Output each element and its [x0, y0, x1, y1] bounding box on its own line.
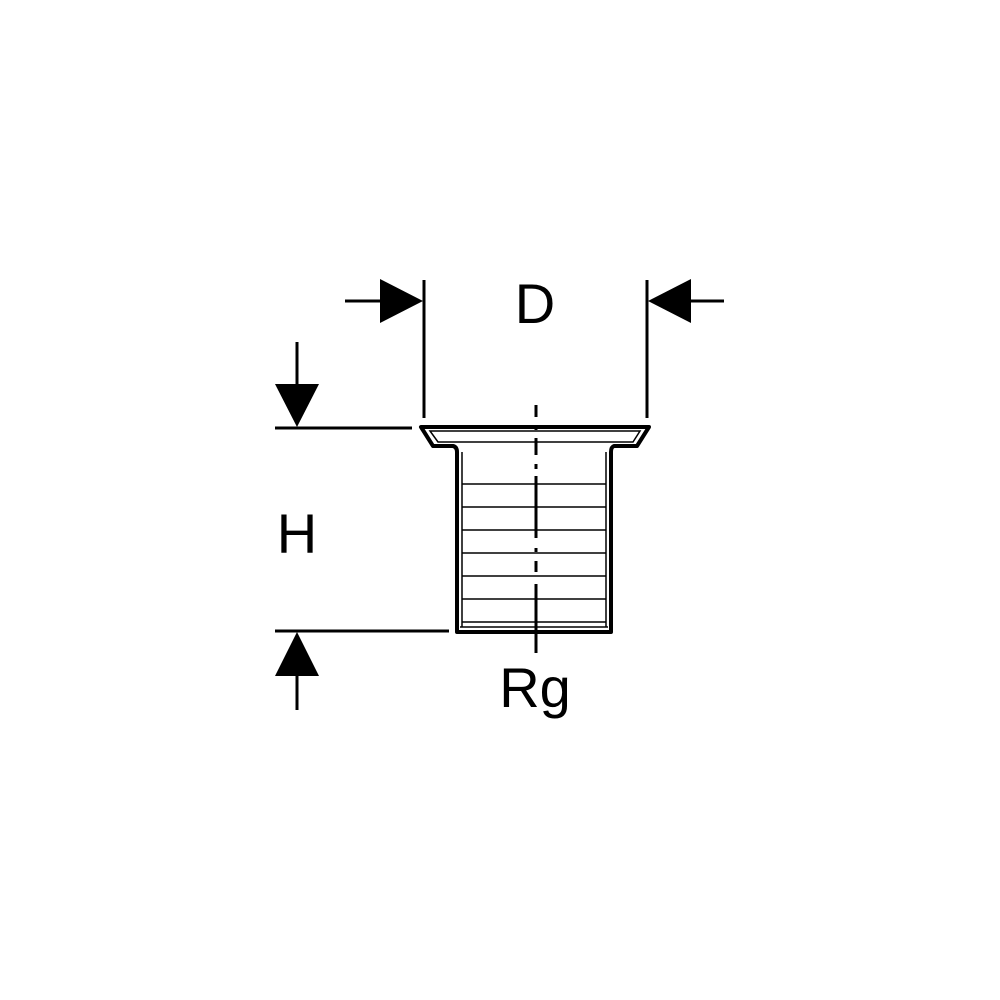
diameter-label: D — [515, 272, 555, 335]
height-arrow-bottom-head — [275, 632, 319, 676]
threaded-sleeve-part — [419, 425, 651, 634]
height-dimension: H — [275, 342, 449, 710]
height-arrow-top-head — [275, 384, 319, 427]
flange-inner-line — [428, 430, 642, 443]
thread-label: Rg — [499, 656, 571, 719]
sleeve-outline — [419, 425, 651, 634]
diameter-arrow-left-head — [380, 279, 423, 323]
height-label: H — [277, 502, 317, 565]
diameter-dimension: D — [345, 272, 724, 418]
diameter-arrow-right-head — [648, 279, 691, 323]
